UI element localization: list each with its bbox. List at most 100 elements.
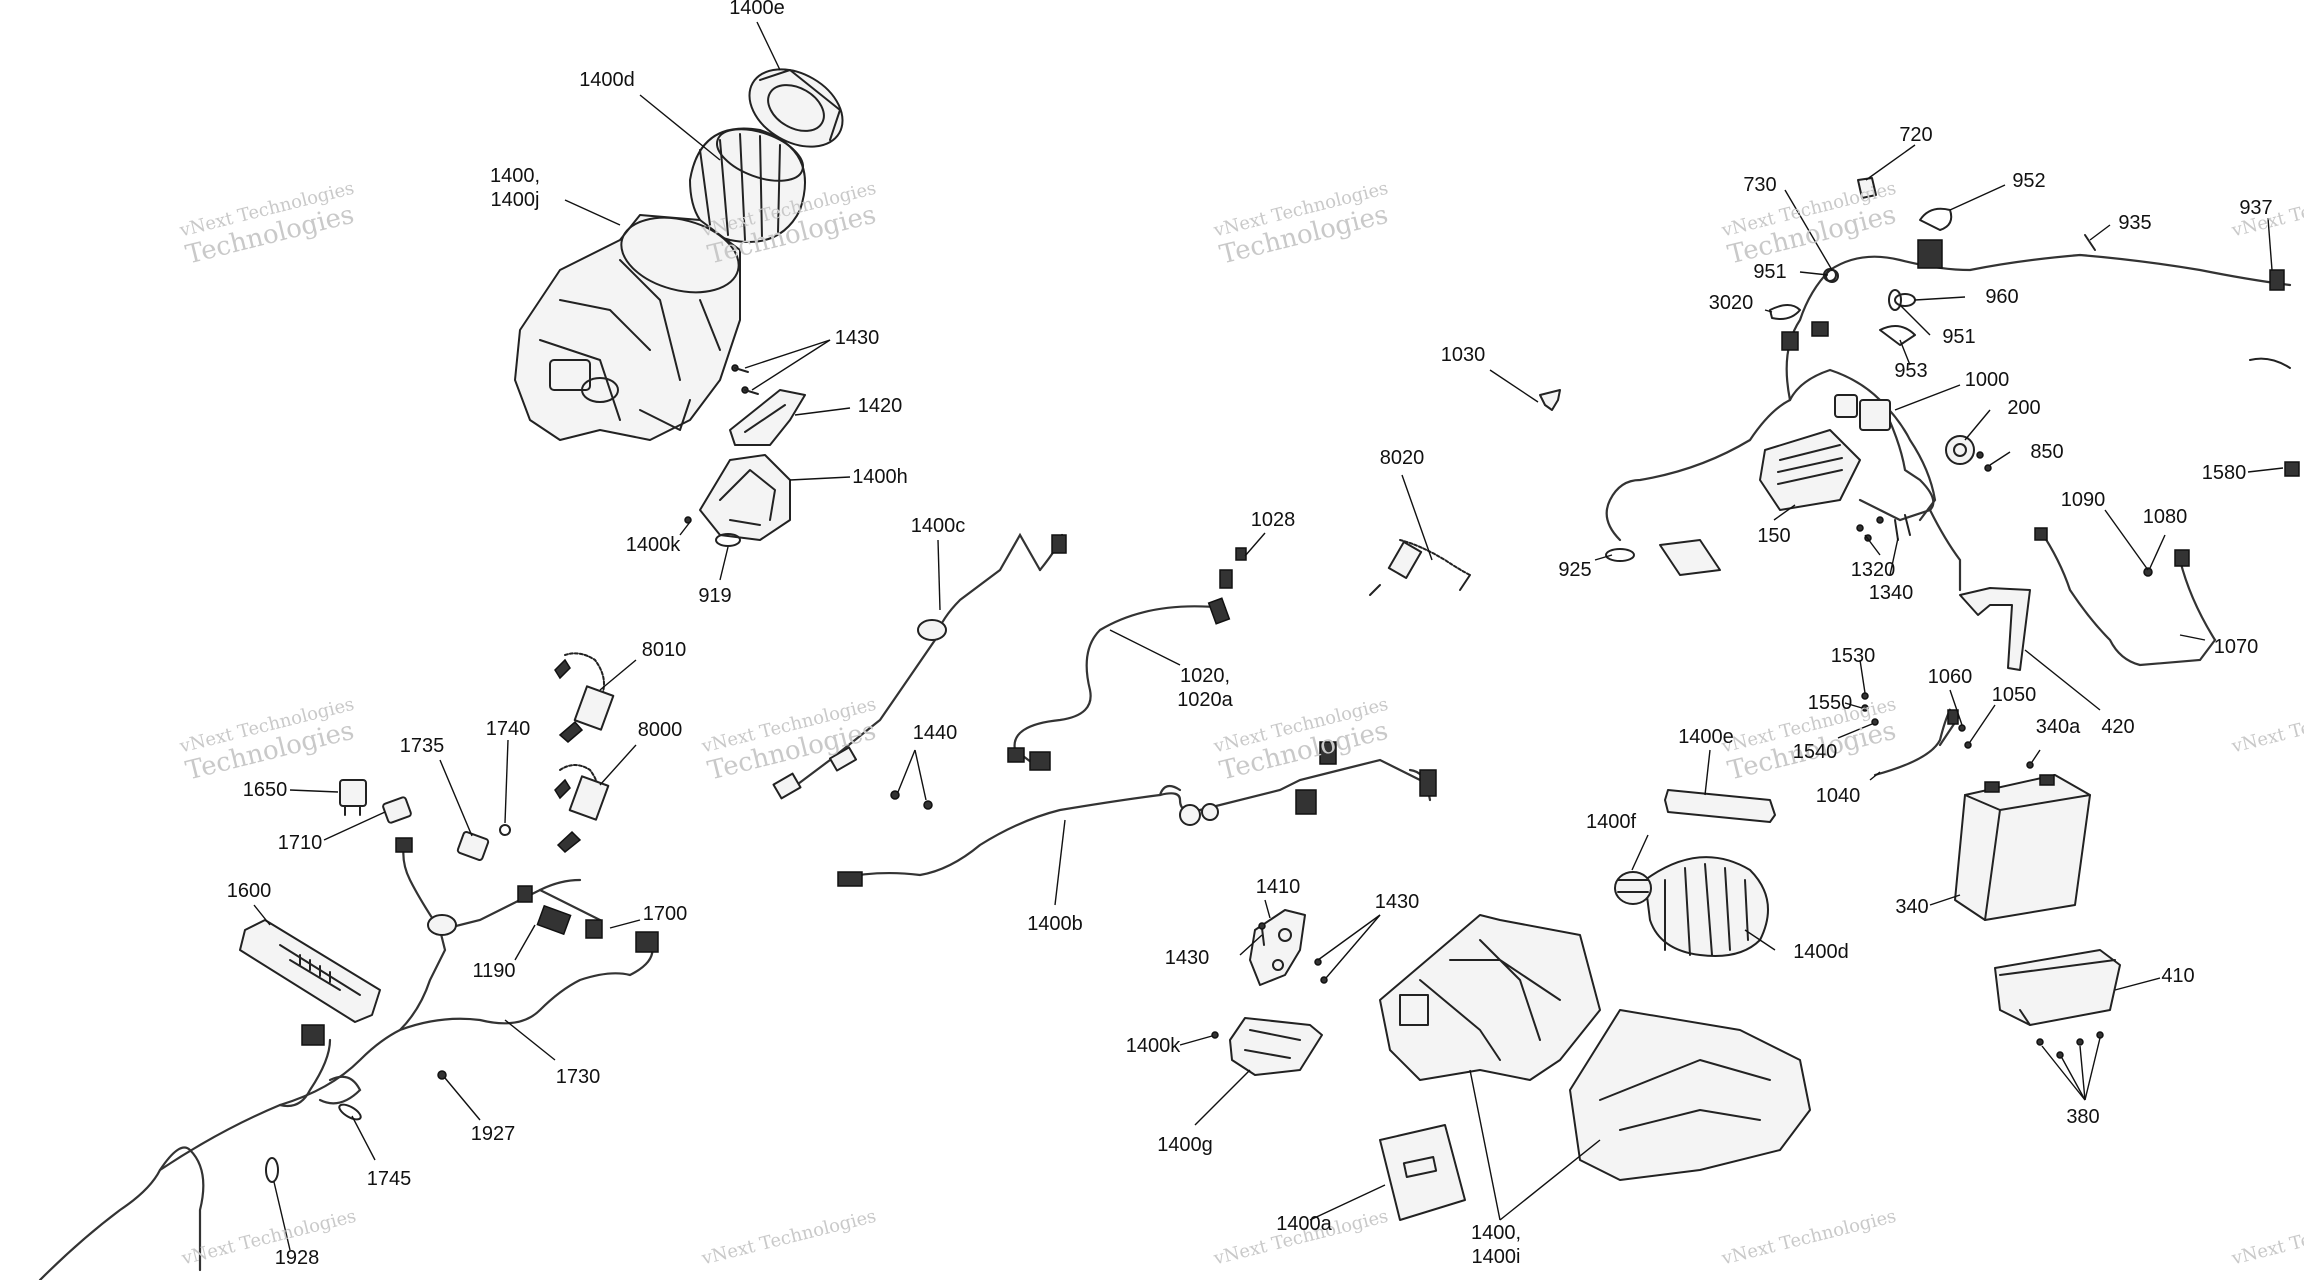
battery-340: [1954, 774, 2091, 921]
callout-1400k-bottom: 1400k: [1125, 1035, 1181, 1057]
callout-1400k-top: 1400k: [625, 534, 681, 556]
clip-1740: [499, 824, 511, 836]
callout-1090: 1090: [2060, 489, 2106, 511]
callout-1400e-bottom: 1400e: [1678, 726, 1734, 748]
filter-1400f: [1614, 871, 1652, 905]
screw-1400k-bottom: [1211, 1031, 1219, 1039]
callout-1080: 1080: [2142, 506, 2188, 528]
callout-951-a: 951: [1753, 261, 1787, 283]
cover-1400e-bottom: [1664, 789, 1776, 823]
screws-1440: [890, 790, 933, 810]
callout-1060: 1060: [1927, 666, 1973, 688]
callout-340: 340: [1895, 896, 1929, 918]
screws-380: [2036, 1031, 2104, 1059]
connector-1710: [382, 796, 412, 824]
callout-1190: 1190: [472, 960, 516, 982]
callout-1440: 1440: [912, 722, 958, 744]
callout-1400a: 1400a: [1276, 1213, 1332, 1235]
callout-1730: 1730: [555, 1066, 601, 1088]
callout-951-b: 951: [1942, 326, 1976, 348]
cover-LH: [1569, 1009, 1811, 1181]
callout-960: 960: [1985, 286, 2019, 308]
callout-340a: 340a: [2035, 716, 2081, 738]
screw-1530: [1861, 692, 1869, 700]
callout-8010: 8010: [641, 639, 687, 661]
callout-953: 953: [1894, 360, 1928, 382]
clip-1928: [265, 1157, 279, 1183]
sensor-200: [1945, 435, 1975, 465]
callout-1070: 1070: [2213, 636, 2259, 658]
module-1600: [239, 919, 381, 1023]
callout-1030: 1030: [1440, 344, 1486, 366]
callout-730: 730: [1743, 174, 1777, 196]
tether-8020: [1369, 539, 1471, 596]
cable-1040: [1873, 708, 1960, 777]
screws-1430-mid: [1258, 922, 1328, 984]
clip-925: [1605, 548, 1635, 562]
callout-720: 720: [1899, 124, 1933, 146]
callout-850: 850: [2030, 441, 2064, 463]
callout-1020-1020a: 1020, 1020a: [1177, 665, 1233, 711]
clip-953: [1879, 325, 1916, 346]
leader-lines: [253, 21, 2284, 1251]
cable-1070: [2034, 527, 2217, 667]
callout-200: 200: [2007, 397, 2041, 419]
callout-1745: 1745: [366, 1168, 412, 1190]
washer-1550: [1861, 704, 1869, 712]
callout-1580: 1580: [2201, 462, 2247, 484]
strap-420: [1959, 587, 2031, 671]
callout-1400d-top: 1400d: [579, 69, 635, 91]
callout-1028: 1028: [1250, 509, 1296, 531]
screw-1060: [1964, 741, 1972, 749]
bracket-1400h: [699, 454, 791, 541]
callout-1040: 1040: [1815, 785, 1861, 807]
callout-1700: 1700: [642, 903, 688, 925]
fastener-1580: [2284, 461, 2300, 477]
callout-1540: 1540: [1792, 741, 1838, 763]
bracket-1420: [729, 389, 806, 446]
airbox-housing-1400: [514, 214, 741, 441]
callout-1600: 1600: [226, 880, 272, 902]
screw-340a: [2026, 761, 2034, 769]
screws-1320: [1856, 516, 1884, 542]
callout-925: 925: [1558, 559, 1592, 581]
callout-1550: 1550: [1807, 692, 1853, 714]
callout-1420: 1420: [857, 395, 903, 417]
callout-1400c: 1400c: [910, 515, 966, 537]
screw-1050: [1958, 724, 1966, 732]
callout-1410: 1410: [1255, 876, 1301, 898]
main-harness-1000: [1605, 239, 2292, 592]
regulator-150: [1759, 429, 1861, 511]
fastener-1030: [1539, 389, 1561, 411]
callout-3020: 3020: [1708, 292, 1754, 314]
screw-1028: [1235, 547, 1247, 561]
grommet-919: [715, 533, 741, 547]
callout-410: 410: [2161, 965, 2195, 987]
screws-850: [1976, 451, 1992, 472]
callout-1530: 1530: [1830, 645, 1876, 667]
clip-1745: [338, 1103, 362, 1121]
harness-1730: [38, 837, 659, 1280]
callout-1050: 1050: [1991, 684, 2037, 706]
clip-952: [1919, 207, 1953, 231]
callout-1650: 1650: [242, 779, 288, 801]
callout-1740: 1740: [485, 718, 531, 740]
clip-960: [1894, 293, 1916, 307]
callout-1320: 1320: [1850, 559, 1896, 581]
screw-1400k-top: [684, 516, 692, 524]
harness-1020: [1007, 569, 1233, 771]
clip-720: [1857, 177, 1877, 199]
screw-1080: [2143, 567, 2153, 577]
screws-1430-top: [731, 364, 759, 395]
airbox-filter-1400d: [689, 127, 806, 243]
lanyard-8000: [554, 764, 610, 854]
callout-1400e-top: 1400e: [729, 0, 785, 19]
callout-1710: 1710: [277, 832, 323, 854]
callout-150: 150: [1757, 525, 1791, 547]
clip-side: [2249, 357, 2291, 369]
callout-1928: 1928: [274, 1247, 320, 1269]
module-1400a: [1379, 1124, 1466, 1221]
callout-1340: 1340: [1868, 582, 1914, 604]
